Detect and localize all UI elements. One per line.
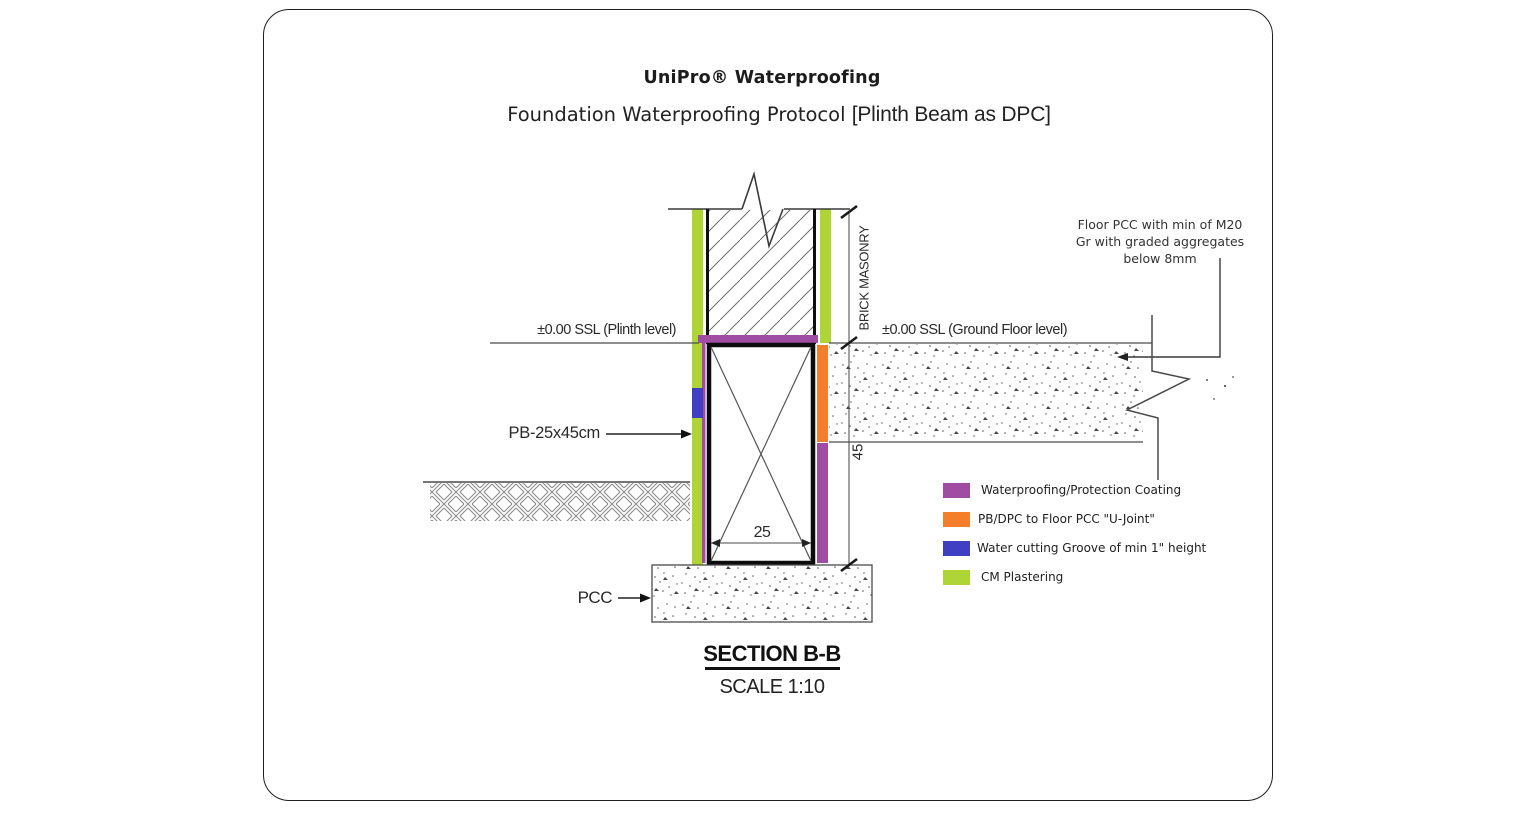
page-title-bracket: [Plinth Beam as DPC] xyxy=(851,103,1051,126)
floor-pcc-note-line1: Floor PCC with min of M20 xyxy=(1077,217,1243,232)
legend-swatch-groove xyxy=(943,541,970,556)
legend-label-waterproofing: Waterproofing/Protection Coating xyxy=(981,483,1182,497)
pcc-label: PCC xyxy=(577,588,613,607)
section-title-underline xyxy=(705,667,840,670)
brick-masonry-hatch xyxy=(708,210,814,335)
plinth-beam-label: PB-25x45cm xyxy=(508,424,601,442)
u-joint-strip xyxy=(817,345,828,442)
waterproofing-strip-right xyxy=(817,443,828,563)
legend-swatch-u-joint xyxy=(943,512,970,527)
floor-pcc-note: Floor PCC with min of M20 Gr with graded… xyxy=(1075,216,1245,267)
water-cutting-groove xyxy=(692,388,703,418)
legend-label-u-joint: PB/DPC to Floor PCC "U-Joint" xyxy=(978,512,1155,526)
wall-break-symbol xyxy=(741,170,784,249)
dim-arrow-right xyxy=(802,539,811,547)
brand-title: UniPro® Waterproofing xyxy=(643,68,881,88)
page-title: Foundation Waterproofing Protocol [Plint… xyxy=(429,103,1129,127)
waterproofing-strip-left xyxy=(702,343,706,563)
cm-plastering-strip-right xyxy=(820,209,831,343)
page-title-main: Foundation Waterproofing Protocol xyxy=(507,103,846,126)
floor-slab-break-symbol xyxy=(1124,315,1192,480)
pcc-leader xyxy=(618,593,651,603)
beam-width-dim-label: 25 xyxy=(753,524,771,541)
pb-leader xyxy=(606,429,692,439)
ground-level-label: ±0.00 SSL (Ground Floor level) xyxy=(882,322,1068,338)
section-title: SECTION B-B xyxy=(703,641,841,666)
legend-swatch-waterproofing xyxy=(943,483,970,498)
floor-pcc-slab xyxy=(829,344,1143,441)
waterproofing-strip-top xyxy=(698,335,818,343)
legend-swatch-plastering xyxy=(943,570,970,585)
dim-ticks xyxy=(840,204,858,573)
plinth-beam-cross xyxy=(710,346,812,562)
legend-label-plastering: CM Plastering xyxy=(981,570,1064,584)
section-scale: SCALE 1:10 xyxy=(719,676,825,698)
dim-arrow-left xyxy=(711,539,720,547)
floor-pcc-note-line3: below 8mm xyxy=(1123,251,1197,266)
floor-pcc-note-line2: Gr with graded aggregates xyxy=(1075,234,1245,249)
floor-slab-continuation-dots xyxy=(1206,376,1234,400)
legend-label-groove: Water cutting Groove of min 1" height xyxy=(977,541,1207,555)
floor-pcc-note-leader xyxy=(1117,258,1221,361)
plinth-level-label: ±0.00 SSL (Plinth level) xyxy=(537,322,676,338)
cm-plastering-strip-left xyxy=(692,209,703,565)
earth-hatch xyxy=(430,483,690,521)
foundation-pcc-block xyxy=(651,564,873,623)
